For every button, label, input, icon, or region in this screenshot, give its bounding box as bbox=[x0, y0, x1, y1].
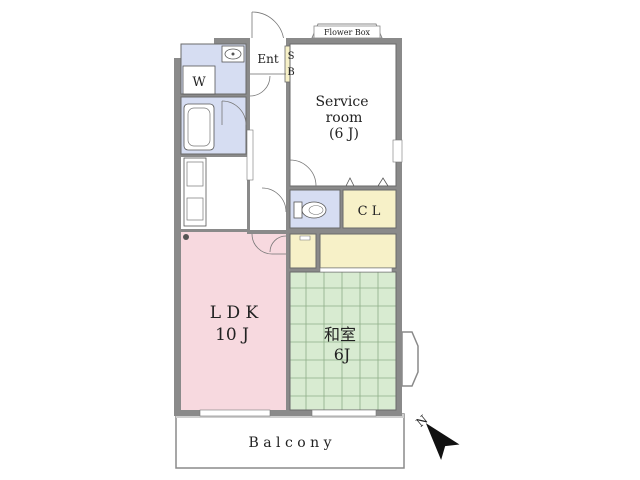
service-room-line1: Service bbox=[315, 94, 368, 110]
compass-icon: N bbox=[413, 412, 460, 460]
ldk-floor bbox=[181, 232, 286, 410]
service-room: Service room (6 J) bbox=[289, 94, 403, 187]
hall-details bbox=[246, 129, 311, 255]
ldk-size-label: 10 J bbox=[215, 325, 249, 345]
storage-floor-large bbox=[320, 234, 396, 268]
service-room-line2: room bbox=[326, 110, 363, 126]
service-room-line3: (6 J) bbox=[329, 126, 359, 142]
closet-label: C L bbox=[358, 204, 381, 219]
closet-floor bbox=[343, 190, 396, 228]
kitchen-counter bbox=[183, 157, 207, 240]
flower-box: Flower Box bbox=[311, 23, 383, 39]
shoe-box-label-s: S bbox=[288, 51, 295, 62]
interior-outlines bbox=[180, 43, 397, 411]
washitsu-size-label: 6J bbox=[334, 345, 351, 364]
ldk-label: L D K bbox=[210, 303, 259, 323]
service-room-floor bbox=[290, 44, 396, 186]
washer-space: W bbox=[182, 65, 216, 95]
balcony: B a l c o n y bbox=[175, 413, 405, 469]
flower-box-label: Flower Box bbox=[324, 28, 371, 37]
bathtub-icon bbox=[183, 100, 247, 151]
entrance-door: Ent bbox=[249, 11, 286, 97]
entrance-label: Ent bbox=[257, 52, 278, 66]
washbasin-icon bbox=[221, 45, 245, 63]
washer-label: W bbox=[192, 75, 206, 90]
toilet-icon bbox=[261, 187, 327, 219]
balcony-label: B a l c o n y bbox=[248, 435, 331, 451]
south-windows bbox=[199, 267, 393, 417]
shoe-box-label-b: B bbox=[287, 67, 294, 78]
bay-window bbox=[401, 331, 419, 387]
washitsu-floor bbox=[290, 272, 396, 410]
washitsu-label: 和室 bbox=[324, 325, 356, 344]
